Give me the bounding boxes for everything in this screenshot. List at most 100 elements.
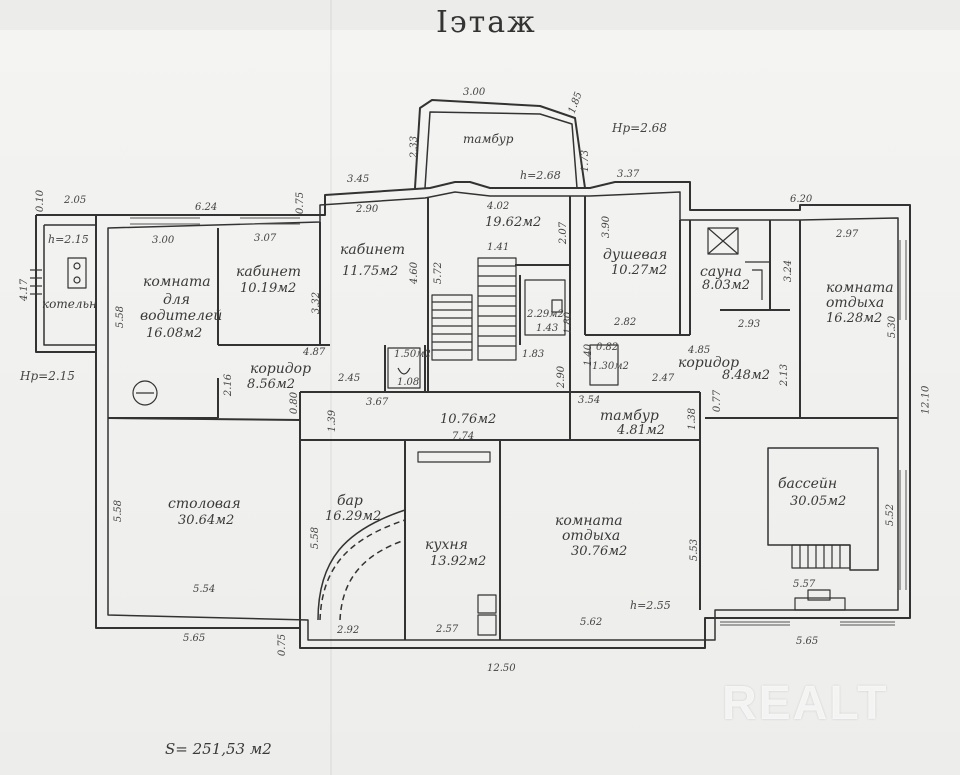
room-drivers-line2: для [163, 292, 191, 308]
room-drivers-line1: комната [143, 274, 211, 290]
dim-label: 5.52 [885, 503, 897, 527]
dim-label: 3.54 [578, 395, 601, 406]
dim-label: 5.53 [689, 538, 701, 562]
dim-label: 1.39 [327, 409, 339, 433]
room-kitchen-area: 13.92м2 [430, 554, 487, 569]
room-corridor2: коридор [678, 355, 740, 371]
dim-label: 2.93 [738, 319, 761, 330]
dim-label: 7.74 [452, 431, 475, 442]
room-sauna-area: 8.03м2 [702, 278, 750, 293]
room-cabinet1: кабинет [236, 264, 302, 280]
total-area: S= 251,53 м2 [165, 740, 272, 758]
room-shower-area: 10.27м2 [611, 263, 668, 278]
room-boiler: котельн [42, 297, 97, 311]
bar-counter-outline [317, 509, 406, 621]
room-pool-area: 30.05м2 [790, 494, 847, 509]
dim-label: 0.10 [35, 189, 47, 213]
dim-label: 0.80 [289, 391, 301, 415]
dim-label: 5.58 [115, 305, 127, 329]
room-drivers-line3: водителей [140, 308, 223, 324]
dim-label: 6.24 [195, 202, 218, 213]
dim-label: 3.24 [783, 259, 795, 283]
dim-label: 3.37 [617, 169, 640, 180]
dim-label: 2.16 [223, 373, 235, 397]
dim-label: 0.75 [277, 633, 289, 657]
dim-label: 3.00 [152, 235, 175, 246]
room-dining-area: 30.64м2 [178, 513, 235, 528]
dim-label: 3.90 [601, 215, 613, 239]
paper-fold-line [330, 0, 332, 775]
room-rest2-line2: отдыха [562, 528, 621, 544]
dim-label: 1.40 [583, 343, 595, 367]
room-cabinet2: кабинет [340, 242, 406, 258]
dim-label: 2.92 [337, 625, 360, 636]
level-left: Нр=2.15 [20, 369, 75, 383]
room-rest1-line1: комната [826, 280, 894, 296]
dim-label: 2.57 [436, 624, 459, 635]
dim-label: 3.07 [254, 233, 277, 244]
dim-label: 2.07 [558, 221, 570, 245]
dim-label: 5.54 [193, 584, 216, 595]
level-hall: h=2.68 [520, 169, 561, 182]
dim-label: 5.30 [887, 315, 899, 339]
windows [130, 217, 907, 626]
bar-counter [319, 519, 406, 621]
room-passage-area: 10.76м2 [440, 412, 497, 427]
room-cabinet1-area: 10.19м2 [240, 281, 297, 296]
room-rest1-line2: отдыха [826, 295, 885, 311]
dim-label: 4.87 [303, 347, 326, 358]
exterior-walls [35, 99, 911, 649]
level-entrance: Нр=2.68 [612, 121, 667, 135]
dim-label: 2.47 [652, 373, 675, 384]
room-shower: душевая [603, 247, 668, 263]
room-pool: бассейн [778, 476, 838, 492]
room-corridor2-area: 8.48м2 [722, 368, 770, 383]
dim-label: 1.43 [536, 323, 559, 334]
dim-label: 5.65 [796, 636, 819, 647]
room-tambur2: тамбур [600, 408, 659, 424]
room-hall-area: 19.62м2 [485, 215, 542, 230]
room-rest1-area: 16.28м2 [826, 311, 883, 326]
sauna-stove [707, 227, 771, 310]
dim-label: 0.75 [295, 191, 307, 215]
dim-label: 3.00 [463, 87, 486, 98]
dim-label: 5.72 [433, 261, 445, 285]
dim-label: 2.05 [64, 195, 87, 206]
interior-walls [107, 196, 898, 648]
floor-title: Iэтаж [436, 5, 537, 40]
dim-label: 0.77 [712, 389, 724, 413]
dim-label: 4.17 [19, 278, 31, 302]
dim-label: 3.67 [366, 397, 389, 408]
dim-label: 5.65 [183, 633, 206, 644]
level-lounge: h=2.55 [630, 599, 671, 612]
dim-label: 1.83 [522, 349, 545, 360]
room-corridor1-area: 8.56м2 [247, 377, 295, 392]
dim-label: 1.08 [397, 377, 420, 388]
dim-label: 2.90 [356, 204, 379, 215]
room-wc1-area: 1.50м2 [394, 349, 431, 360]
dim-label: 2.82 [614, 317, 637, 328]
dim-label: 5.57 [793, 579, 816, 590]
dim-label: 0.82 [596, 342, 619, 353]
boiler-unit [30, 257, 87, 295]
dim-label: 2.13 [779, 363, 791, 387]
stove-symbol [132, 380, 158, 406]
room-rest2-area: 30.76м2 [571, 544, 628, 559]
dim-label: 1.80 [563, 311, 575, 335]
room-wc2-area: 2.29м2 [527, 309, 564, 320]
room-kitchen: кухня [425, 537, 468, 553]
dim-label: 3.32 [311, 291, 323, 315]
room-cabinet2-area: 11.75м2 [342, 264, 399, 279]
room-tambur-top: тамбур [463, 132, 514, 146]
room-drivers-area: 16.08м2 [146, 326, 203, 341]
room-corridor1: коридор [250, 361, 312, 377]
dim-label: 2.97 [836, 229, 859, 240]
dim-label: 6.20 [790, 194, 813, 205]
pool-basin [767, 447, 879, 571]
dim-label: 4.02 [487, 201, 510, 212]
dim-label: 12.50 [487, 663, 516, 674]
room-dining: столовая [168, 496, 241, 512]
room-bar-area: 16.29м2 [325, 509, 382, 524]
dim-label: 1.73 [580, 149, 592, 173]
